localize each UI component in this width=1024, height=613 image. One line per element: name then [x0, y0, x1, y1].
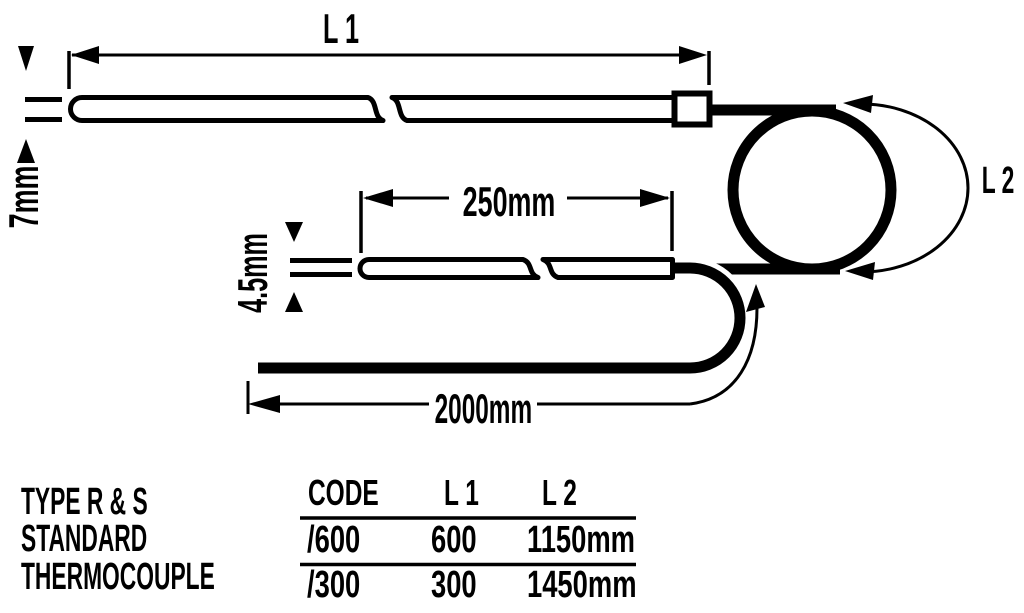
table-cell-l2: 1150mm: [527, 519, 636, 561]
lead-length-arrowhead-left-icon: [248, 395, 280, 413]
l2-arrowhead-bottom-icon: [845, 262, 875, 280]
lead-length-curve: [689, 307, 759, 406]
table-header-code: CODE: [308, 472, 379, 513]
top-diameter-arrow-down-icon: [18, 46, 34, 71]
table-cell-l2: 1450mm: [527, 564, 637, 606]
table-cell-code: /300: [307, 564, 361, 606]
lead-length-arrowhead-up-icon: [746, 284, 765, 312]
probe-connector-block: [671, 90, 713, 128]
coil-loop: [727, 105, 897, 275]
l1-arrowhead-left-icon: [71, 46, 99, 64]
bottom-diameter-label: 4.5mm: [229, 233, 276, 313]
probe-length-arrowhead-right-icon: [640, 189, 670, 207]
top-diameter-arrow-up-icon: [17, 139, 35, 163]
probe-length-dimension: [359, 189, 674, 253]
table-header-l2: L 2: [542, 472, 577, 513]
caption-line-1: TYPE R & S: [21, 481, 148, 523]
lead-coil: [705, 104, 897, 275]
top-diameter-indicator: [17, 46, 62, 163]
bottom-diameter-indicator: [285, 222, 352, 312]
top-probe: [68, 90, 713, 128]
bottom-probe: [357, 257, 675, 280]
table-cell-code: /600: [307, 519, 361, 561]
caption-line-2: STANDARD: [21, 518, 148, 560]
table-header-l1: L 1: [444, 472, 479, 513]
bottom-probe-right-segment: [540, 257, 675, 280]
bottom-diameter-arrow-up-icon: [285, 292, 303, 312]
probe-length-arrowhead-left-icon: [363, 189, 393, 207]
caption-line-3: THERMOCOUPLE: [21, 556, 215, 598]
l1-dimension: [67, 46, 711, 89]
bottom-diameter-arrow-down-icon: [285, 222, 303, 242]
table-cell-l1: 300: [431, 564, 477, 606]
l2-dimension-label: L 2: [981, 160, 1015, 202]
top-diameter-label: 7mm: [0, 165, 47, 229]
bottom-probe-left-segment: [357, 257, 541, 280]
top-probe-right-segment: [389, 95, 677, 123]
l2-dimension-arc: [861, 102, 970, 274]
l2-arrowhead-top-icon: [843, 95, 873, 113]
lead-length-dimension: [246, 284, 765, 414]
lead-length-label: 2000mm: [434, 385, 533, 432]
l2-dimension: [843, 95, 970, 280]
lead-wire: [258, 257, 751, 379]
probe-length-label: 250mm: [462, 178, 556, 225]
l1-arrowhead-right-icon: [679, 46, 707, 64]
table-cell-l1: 600: [431, 519, 477, 561]
lead-bend-and-run: [258, 262, 746, 374]
l1-dimension-label: L 1: [323, 5, 359, 52]
top-probe-left-segment: [68, 95, 386, 123]
spec-table-rules: [300, 516, 636, 567]
